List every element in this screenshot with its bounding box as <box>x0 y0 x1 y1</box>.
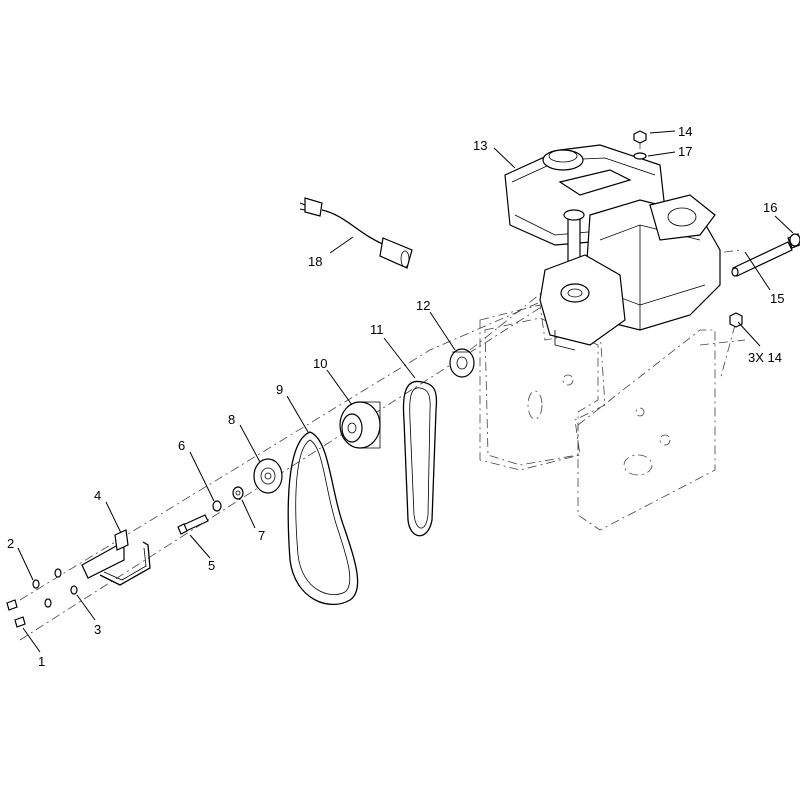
callout-10: 10 <box>313 356 327 371</box>
screws-and-washers <box>6 568 78 628</box>
idler-bracket <box>81 529 151 586</box>
pulley-small <box>449 348 475 378</box>
lock-washer <box>212 500 222 512</box>
bolt-and-washer <box>633 130 647 160</box>
shoulder-bolt <box>177 514 209 535</box>
drive-belt-large <box>402 380 438 537</box>
engine <box>504 144 721 351</box>
callout-7: 7 <box>258 528 265 543</box>
axle-shaft <box>731 241 793 277</box>
callout-17: 17 <box>678 144 692 159</box>
callout-3x14: 3X 14 <box>748 350 782 365</box>
drive-belt-small <box>287 431 359 606</box>
callout-16: 16 <box>763 200 777 215</box>
callout-3: 3 <box>94 622 101 637</box>
callout-11: 11 <box>370 322 384 337</box>
leader-lines <box>17 130 794 653</box>
callout-6: 6 <box>178 438 185 453</box>
callout-1: 1 <box>38 654 45 669</box>
pulley-medium <box>253 458 283 494</box>
callout-13: 13 <box>473 138 487 153</box>
washer <box>232 486 244 500</box>
idler-pulley <box>339 401 381 449</box>
spacer <box>787 233 800 249</box>
callout-labels: 1 2 3 4 5 6 7 8 9 10 11 12 13 14 15 16 1… <box>7 124 784 669</box>
callout-4: 4 <box>94 488 101 503</box>
callout-14: 14 <box>678 124 692 139</box>
power-cord <box>299 197 413 269</box>
callout-2: 2 <box>7 536 14 551</box>
callout-15: 15 <box>770 291 784 306</box>
callout-5: 5 <box>208 558 215 573</box>
callout-12: 12 <box>416 298 430 313</box>
callout-8: 8 <box>228 412 235 427</box>
callout-18: 18 <box>308 254 322 269</box>
callout-9: 9 <box>276 382 283 397</box>
